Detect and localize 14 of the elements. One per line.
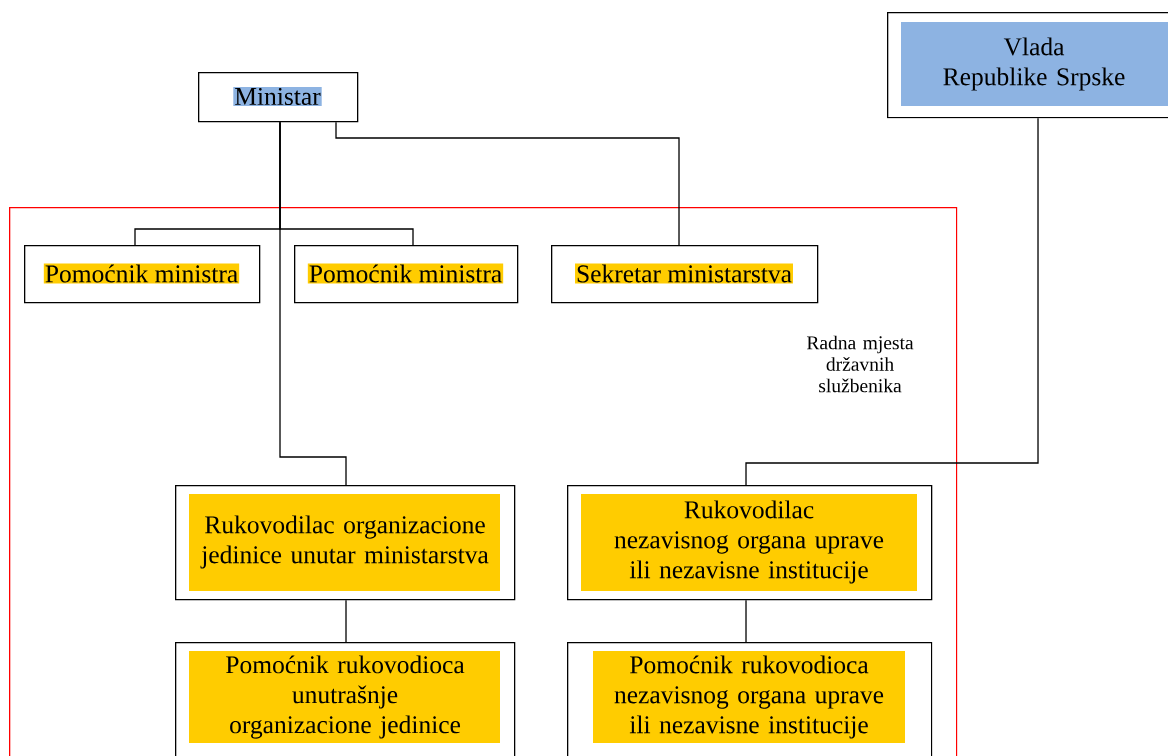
position-box: Sekretar ministarstva [551,245,819,304]
position-box: Pomoćnik rukovodioca unutrašnje organizacione jedinice [175,642,516,756]
position-box: Rukovodilac nezavisnog organa uprave ili nezavisne institucije [567,485,933,601]
position-box: Pomoćnik rukovodioca nezavisnog organa uprave ili nezavisne institucije [567,642,933,756]
connector [279,121,347,486]
connector [335,121,680,246]
connector [745,117,1039,486]
position-box: Pomoćnik ministra [294,245,519,304]
position-box: Pomoćnik ministra [24,245,261,304]
connector [345,599,347,643]
position-box: Rukovodilac organizacione jedinice unutar ministarstva [175,485,516,601]
person-box: Ministar [198,72,359,123]
institution-box: Vlada Republike Srpske [887,12,1168,119]
connector [745,599,747,643]
